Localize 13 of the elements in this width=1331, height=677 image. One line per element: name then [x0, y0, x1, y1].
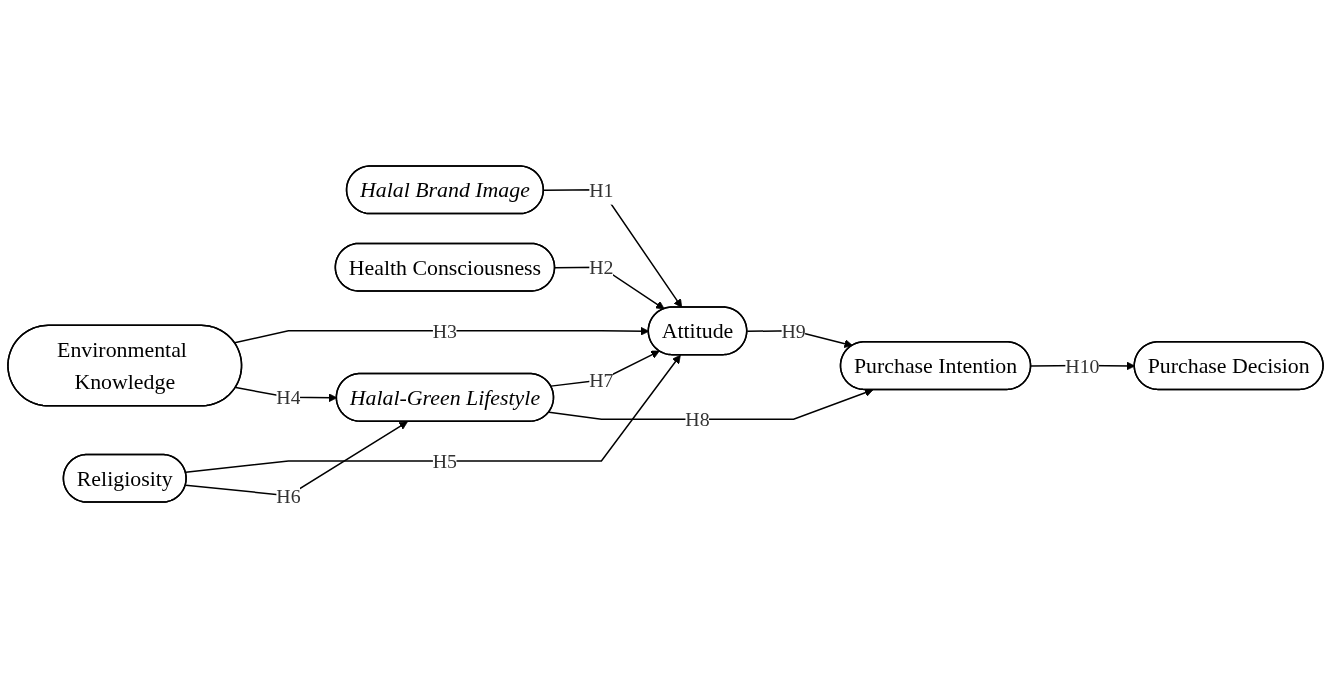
arrow: [548, 388, 874, 421]
arrow: [184, 421, 408, 497]
edge-label: H2: [589, 256, 614, 279]
edge-label: H8: [685, 408, 710, 431]
edge-label: H3: [432, 320, 458, 342]
edge-label: H10: [1065, 354, 1100, 377]
edge-label: H7: [589, 369, 614, 392]
edge-label: H4: [276, 386, 301, 409]
edge-label: H5: [432, 450, 458, 473]
edge-label: H9: [781, 320, 806, 342]
edge-label: H1: [589, 179, 614, 201]
arrow: [184, 355, 681, 474]
edge-label: H6: [276, 484, 301, 507]
